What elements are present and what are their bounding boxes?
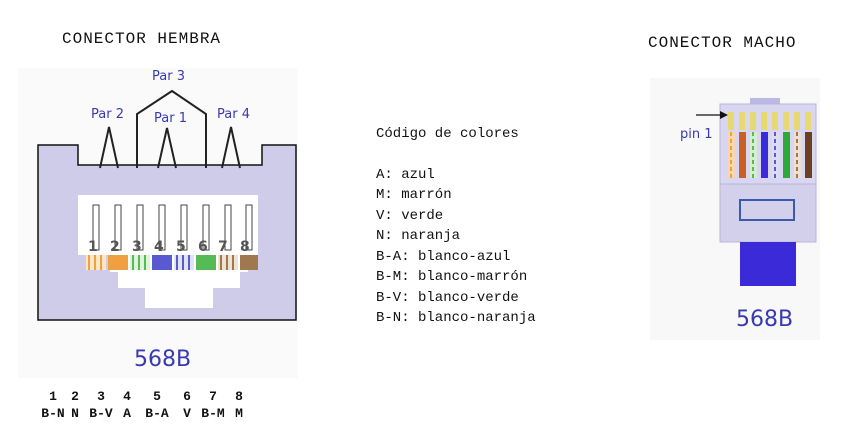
male-connector-boot [719, 183, 817, 243]
legend-item-verde: V: verde [376, 207, 444, 224]
male-standard-label: 568B [736, 307, 793, 332]
female-connector-title: CONECTOR HEMBRA [62, 30, 222, 48]
female-pin-number-6: 6 [198, 239, 208, 255]
legend-item-blanco-verde: B-V: blanco-verde [376, 289, 519, 306]
pair-4-wedge [221, 126, 241, 169]
pinout-table: 1 2 3 4 5 6 7 8 B-N N B-V A B-A V B-M M [40, 388, 248, 422]
legend-item-blanco-azul: B-A: blanco-azul [376, 248, 511, 265]
pinout-number-8: 8 [235, 389, 243, 404]
female-wire-colors [86, 255, 258, 270]
pinout-code-5: B-A [145, 406, 169, 421]
female-connector-latch-slot [145, 288, 213, 308]
pinout-number-row: 1 2 3 4 5 6 7 8 [40, 388, 248, 405]
legend-item-marron: M: marrón [376, 187, 452, 203]
legend-item-blanco-naranja: B-N: blanco-naranja [376, 310, 536, 326]
pair-3-bracket [136, 89, 207, 168]
pinout-code-2: N [71, 406, 79, 421]
pinout-number-2: 2 [71, 389, 79, 404]
pinout-number-1: 1 [49, 389, 57, 404]
female-pin-number-7: 7 [218, 239, 228, 255]
pinout-number-5: 5 [153, 389, 161, 404]
pinout-code-8: M [235, 406, 243, 421]
female-pin-number-3: 3 [132, 239, 142, 255]
pinout-code-row: B-N N B-V A B-A V B-M M [40, 405, 248, 422]
pinout-code-6: V [183, 406, 191, 421]
pinout-code-1: B-N [41, 406, 65, 421]
male-connector-diagram: pin 1 568B [680, 98, 817, 332]
female-pin-number-2: 2 [110, 239, 120, 255]
male-latch-window [739, 199, 795, 221]
pinout-code-3: B-V [89, 406, 113, 421]
pinout-number-6: 6 [183, 389, 191, 404]
pin1-arrow-icon [720, 111, 728, 119]
male-wires [728, 132, 812, 178]
pinout-number-4: 4 [123, 389, 131, 404]
pair-1-label: Par 1 [154, 111, 187, 126]
pair-1-wedge [157, 127, 177, 169]
female-standard-label: 568B [134, 347, 191, 372]
male-connector-title: CONECTOR MACHO [648, 34, 797, 52]
pin1-label: pin 1 [680, 127, 713, 142]
legend-item-naranja: N: naranja [376, 228, 461, 244]
female-pin-number-8: 8 [240, 239, 250, 255]
male-gold-contacts [728, 112, 811, 130]
legend-item-azul: A: azul [376, 166, 435, 183]
legend-title: Código de colores [376, 126, 519, 142]
pair-wedges [99, 89, 241, 169]
female-pin-number-5: 5 [176, 239, 186, 255]
legend-item-blanco-marron: B-M: blanco-marrón [376, 269, 528, 285]
male-connector-lip [750, 98, 780, 104]
pair-4-label: Par 4 [217, 107, 250, 122]
female-contact-pins [92, 204, 253, 251]
pair-3-label: Par 3 [152, 69, 185, 84]
pair-2-wedge [99, 126, 119, 169]
female-pin-number-4: 4 [154, 239, 164, 255]
pinout-code-4: A [123, 406, 131, 421]
pinout-number-7: 7 [209, 389, 217, 404]
male-cable [740, 242, 796, 286]
pinout-number-3: 3 [97, 389, 105, 404]
female-connector-diagram: 1 2 3 4 5 6 7 8 Par 3 Par 2 Par 1 Par 4 … [37, 69, 297, 372]
pinout-code-7: B-M [201, 406, 225, 421]
female-pin-number-1: 1 [88, 239, 98, 255]
pair-2-label: Par 2 [91, 107, 124, 122]
color-code-legend: Código de colores A: azul M: marrón V: v… [376, 124, 536, 329]
